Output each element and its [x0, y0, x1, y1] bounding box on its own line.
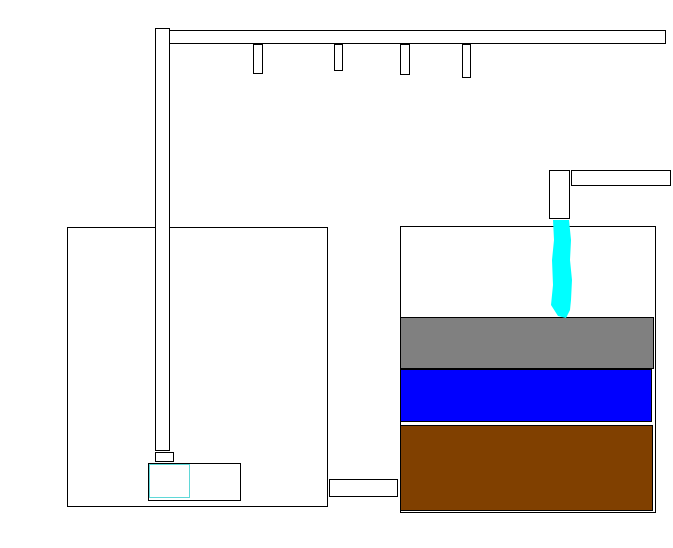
left-tank — [67, 227, 328, 507]
pump-water-chamber — [149, 464, 190, 498]
faucet-pipe — [571, 170, 671, 186]
connector-pipe — [329, 479, 398, 497]
faucet — [549, 170, 570, 219]
supply-pipe-horizontal — [169, 30, 666, 44]
soil-layer — [400, 425, 653, 511]
sprinkler-nozzle — [400, 44, 410, 75]
pipe-inlet — [155, 452, 174, 462]
sprinkler-nozzle — [253, 44, 263, 74]
supply-pipe-vertical — [155, 28, 170, 451]
sprinkler-nozzle — [334, 44, 343, 71]
water-stream — [551, 220, 572, 318]
sand-layer — [400, 369, 652, 422]
pump-box — [148, 463, 241, 501]
sprinkler-nozzle — [462, 44, 471, 78]
gravel-layer — [400, 317, 654, 369]
